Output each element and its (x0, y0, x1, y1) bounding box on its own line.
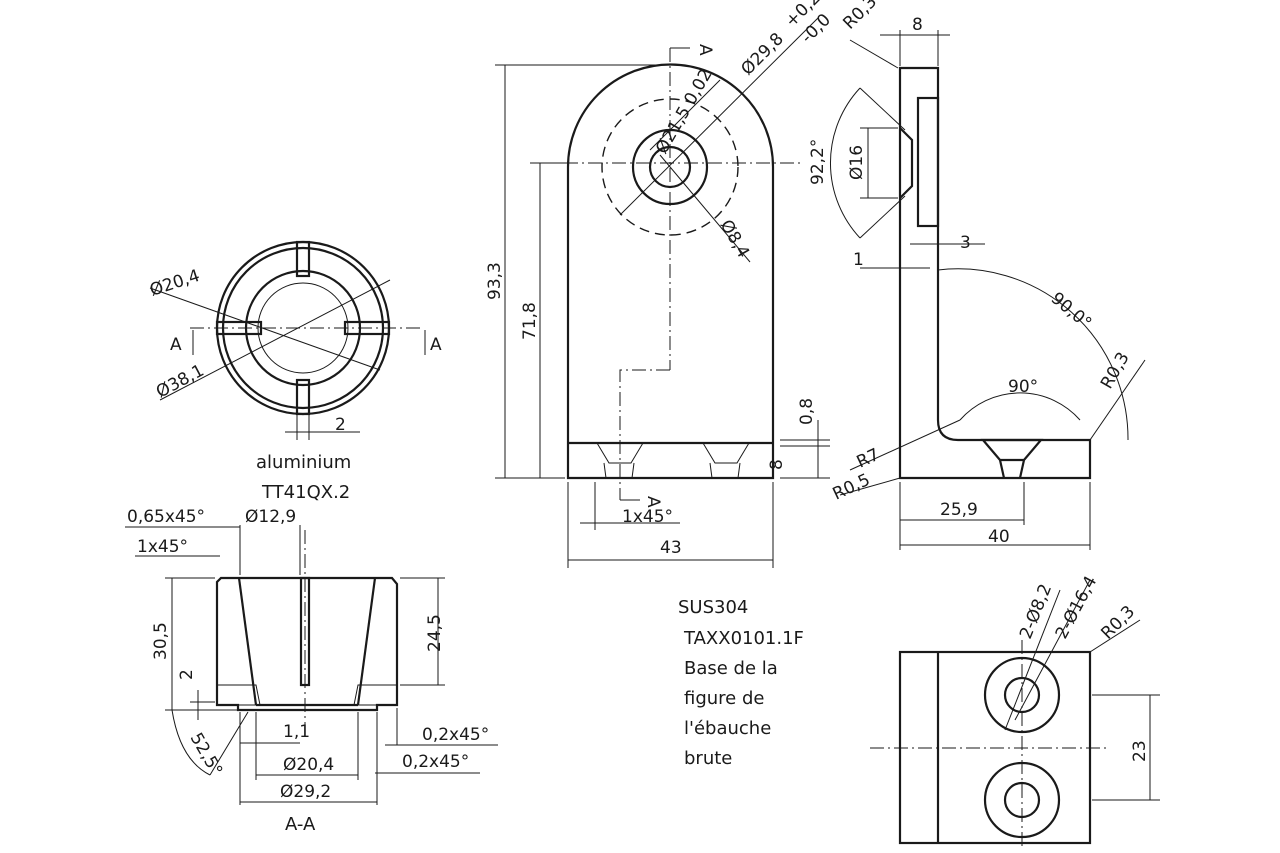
dim-inner-dia: Ø20,4 (283, 755, 334, 775)
dim-slot: 2 (335, 415, 346, 435)
dim-outer-dia: Ø29,8 (737, 29, 787, 79)
section-mark-bottom: A (643, 496, 663, 508)
dim-chamfer-bottom1: 0,2x45° (422, 725, 489, 745)
note-material: SUS304 (678, 597, 748, 618)
dim-chamfer-top: 0,65x45° (127, 507, 205, 527)
dim-height-total: 93,3 (485, 262, 505, 300)
dim-3: 3 (960, 233, 971, 253)
dim-width: 43 (660, 538, 682, 558)
dim-hole-dia: 2-Ø8,2 (1016, 581, 1056, 642)
dim-offset: 0,8 (797, 398, 817, 425)
dim-countersink-dia: Ø16 (847, 145, 867, 180)
dim-angle: 52,5° (186, 730, 227, 780)
note-description-2: figure de (684, 688, 764, 709)
dim-radius-top: R0,3 (839, 0, 881, 34)
dim-countersink-angle: 92,2° (808, 139, 828, 185)
dim-bore-dia: Ø21,5 0,02 (652, 66, 717, 158)
section-title: A-A (285, 814, 316, 835)
dim-length: 40 (988, 527, 1010, 547)
dim-1: 1 (853, 250, 864, 270)
dim-bend-angle: 90,0° (1047, 289, 1095, 334)
dim-corner-radius: R0,3 (1097, 349, 1134, 393)
dim-slot-dia: Ø12,9 (245, 507, 296, 527)
dim-step-height: 2 (177, 669, 197, 680)
side-view: 8 R0,3 92,2° Ø16 3 1 90,0° 90° R0,3 R7 R… (808, 0, 1146, 550)
section-mark-left: A (170, 335, 182, 355)
section-mark-right: A (430, 335, 442, 355)
dim-chamfer-top2: 1x45° (137, 537, 188, 557)
bottom-view: 23 2-Ø8,2 2-Ø16,4 R0,3 (870, 573, 1160, 850)
dim-spacing: 23 (1130, 740, 1150, 762)
dim-base-thickness: 8 (767, 459, 787, 470)
note-part-number: TAXX0101.1F (683, 628, 804, 649)
note-description-3: l'ébauche (684, 718, 771, 739)
note-description-4: brute (684, 748, 732, 769)
dim-hole-dia: Ø8,4 (716, 217, 754, 262)
dim-cs-dia: 2-Ø16,4 (1052, 573, 1102, 643)
ring-top-view: Ø20,4 Ø38,1 2 A A aluminium TT41QX.2 (147, 240, 442, 503)
title-notes: SUS304 TAXX0101.1F Base de la figure de … (678, 597, 804, 769)
dim-cs-angle: 90° (1008, 377, 1038, 397)
section-mark-top: A (695, 44, 715, 56)
dim-hole-pos: 25,9 (940, 500, 978, 520)
front-view: A A 93,3 71,8 43 1x45° 0,8 8 Ø29,8 +0,2 … (485, 0, 835, 568)
part-number-label: TT41QX.2 (261, 482, 350, 503)
dim-outer-dia: Ø38,1 (153, 361, 208, 403)
dim-radius: R0,3 (1097, 602, 1139, 644)
dim-thickness: 8 (912, 15, 923, 35)
dim-height-inner: 24,5 (425, 614, 445, 652)
dim-height-center: 71,8 (520, 302, 540, 340)
material-label: aluminium (256, 452, 351, 473)
dim-slot-width: 1,1 (283, 722, 310, 742)
note-description-1: Base de la (684, 658, 778, 679)
dim-outer-dia: Ø29,2 (280, 782, 331, 802)
dim-chamfer: 1x45° (622, 507, 673, 527)
dim-chamfer-bottom2: 0,2x45° (402, 752, 469, 772)
dim-inner-radius: R7 (854, 445, 883, 473)
dim-outer-radius: R0,5 (830, 470, 874, 505)
dim-height-total: 30,5 (151, 622, 171, 660)
dim-inner-dia: Ø20,4 (147, 266, 202, 301)
section-a-a: 0,65x45° Ø12,9 1x45° 30,5 24,5 2 52,5° 1… (125, 507, 498, 835)
